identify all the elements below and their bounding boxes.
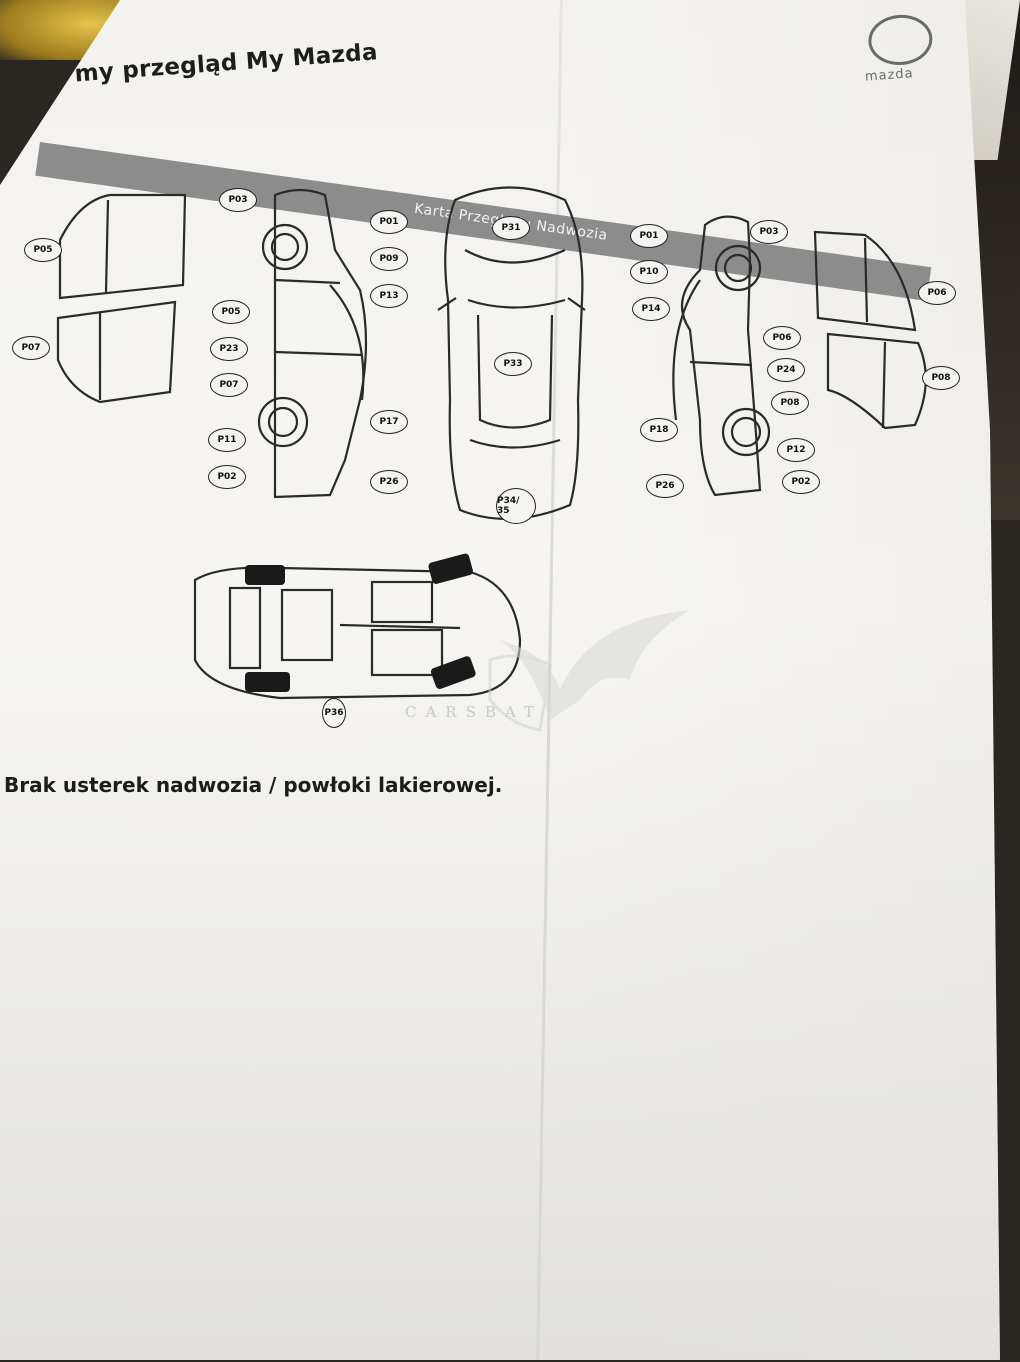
panel-label: P12 [777,438,815,462]
panel-label-trunk: P33 [494,352,532,376]
right-front-door-outline [813,230,917,332]
panel-label: P08 [771,391,809,415]
panel-label: P09 [370,247,408,271]
panel-label: P07 [210,373,248,397]
inspection-summary: Brak usterek nadwozia / powłoki lakierow… [4,773,503,797]
carsbat-watermark-icon [488,610,690,732]
panel-label-right-doors-upper: P06 [918,281,956,305]
panel-label: P26 [646,474,684,498]
panel-label-underbody: P36 [322,698,346,728]
left-rear-door-outline [56,300,177,404]
panel-label: P05 [212,300,250,324]
panel-label-roof: P31 [492,216,530,240]
panel-label-rear: P34/ 35 [496,488,536,524]
panel-label: P23 [210,337,248,361]
panel-label: P01 [630,224,668,248]
panel-label: P14 [632,297,670,321]
panel-label: P01 [370,210,408,234]
left-side-car-body [273,188,368,499]
left-front-door-outline [58,193,187,300]
panel-label: P03 [750,220,788,244]
panel-label: P02 [782,470,820,494]
panel-label: P18 [640,418,678,442]
panel-label-right-doors-lower: P08 [922,366,960,390]
top-view-car-body [444,186,584,520]
panel-label: P03 [219,188,257,212]
panel-label: P06 [763,326,801,350]
panel-label: P26 [370,470,408,494]
panel-label: P11 [208,428,246,452]
right-side-car-body [680,215,762,497]
panel-label: P02 [208,465,246,489]
panel-label-left-doors-lower: P07 [12,336,50,360]
right-rear-door-outline [826,332,927,430]
panel-label: P24 [767,358,805,382]
panel-label-left-doors-upper: P05 [24,238,62,262]
watermark-text: CARSBAT [405,703,543,721]
panel-label: P10 [630,260,668,284]
panel-label: P17 [370,410,408,434]
panel-label: P13 [370,284,408,308]
